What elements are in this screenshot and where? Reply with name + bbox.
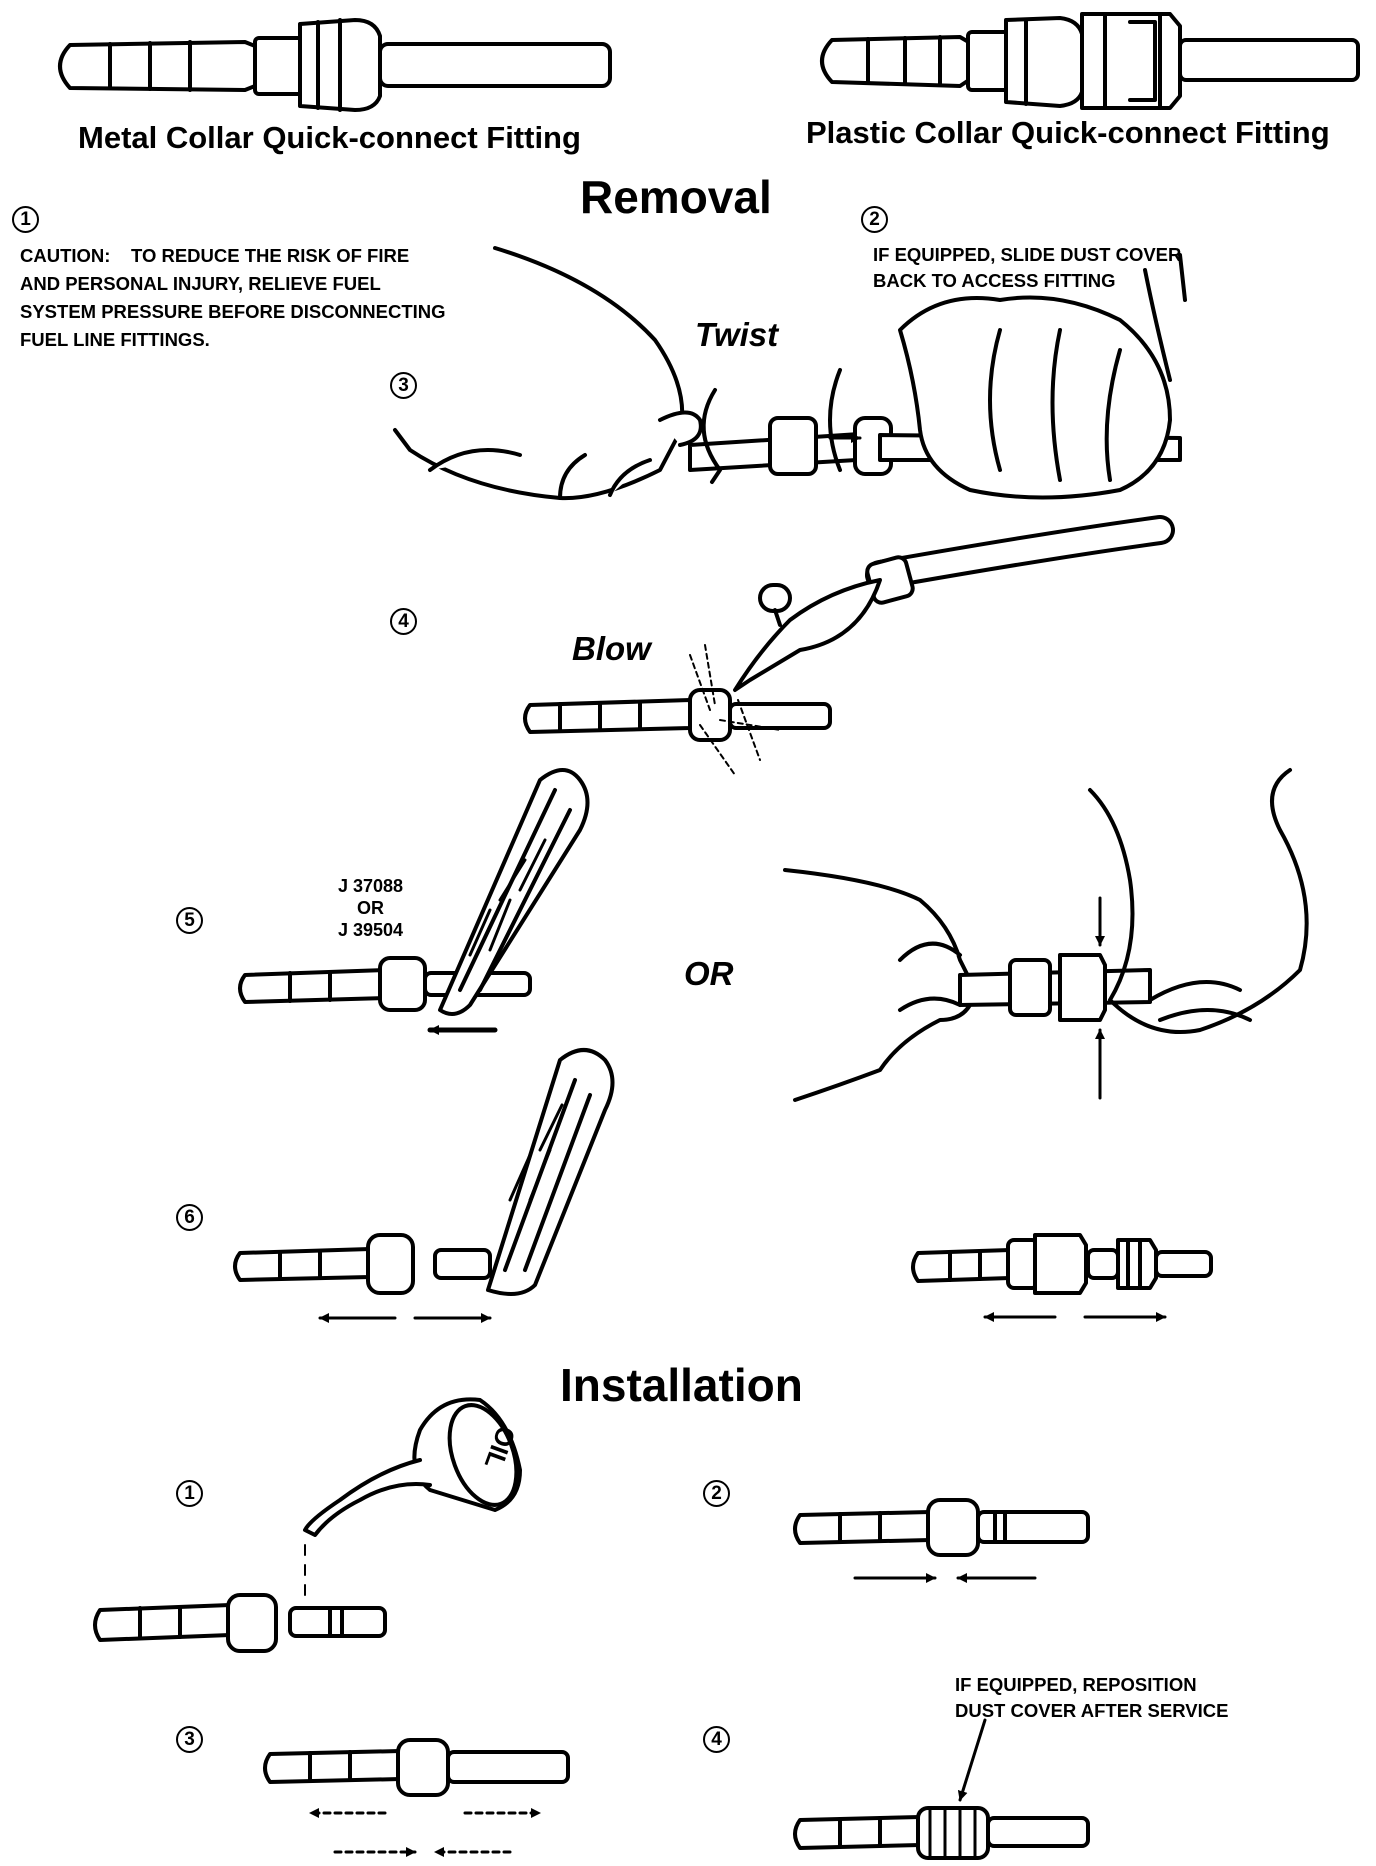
installation-step-3-badge: 3 (176, 1726, 203, 1753)
or-label: OR (684, 955, 734, 992)
installation-step-1-badge: 1 (176, 1480, 203, 1507)
plastic-collar-caption: Plastic Collar Quick-connect Fitting (806, 115, 1330, 150)
dust-cover-drawing (793, 1718, 1090, 1860)
installation-heading: Installation (560, 1359, 803, 1411)
squeeze-hands-drawing (783, 768, 1309, 1102)
removal-heading: Removal (580, 171, 772, 223)
reposition-note: IF EQUIPPED, REPOSITION DUST COVER AFTER… (955, 1674, 1229, 1721)
removal-step-1-badge: 1 (12, 206, 39, 233)
twist-hands-drawing (393, 246, 1187, 501)
twist-label: Twist (695, 316, 779, 353)
installation-step-4-badge: 4 (703, 1726, 730, 1753)
removal-step-2-badge: 2 (861, 206, 888, 233)
installation-step-2-badge: 2 (703, 1480, 730, 1507)
removal-step-4-badge: 4 (390, 608, 417, 635)
metal-collar-fitting-drawing (58, 18, 612, 112)
pull-check-drawing (263, 1738, 570, 1857)
removal-step-5-badge: 5 (176, 907, 203, 934)
blow-label: Blow (572, 630, 651, 667)
push-together-drawing (793, 1498, 1090, 1583)
removal-step-6-badge: 6 (176, 1204, 203, 1231)
metal-collar-caption: Metal Collar Quick-connect Fitting (78, 120, 581, 155)
release-tool-drawing (238, 768, 590, 1035)
separate-metal-fitting-drawing (233, 1048, 615, 1323)
separate-plastic-fitting-drawing (911, 1233, 1213, 1322)
tool-number-label: J 37088 OR J 39504 (338, 876, 404, 940)
dust-cover-note: IF EQUIPPED, SLIDE DUST COVER BACK TO AC… (873, 244, 1182, 291)
removal-step-3-badge: 3 (390, 372, 417, 399)
air-blow-drawing (523, 515, 1175, 776)
plastic-collar-fitting-drawing (820, 12, 1360, 110)
caution-note: CAUTION: TO REDUCE THE RISK OF FIRE AND … (20, 245, 446, 350)
oil-can-drawing (93, 1397, 522, 1653)
